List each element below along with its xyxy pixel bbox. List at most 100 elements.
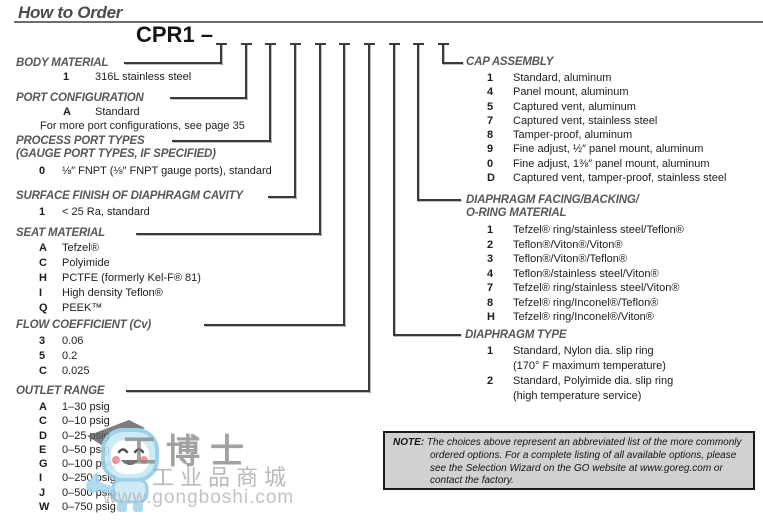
option-code: 2 xyxy=(487,375,494,387)
option-code: 1 xyxy=(63,71,70,83)
connector-line-surface-finish xyxy=(268,196,296,198)
option-code: 0 xyxy=(39,165,46,177)
option-code: 8 xyxy=(487,129,494,142)
option-label: 0–50 psig xyxy=(62,443,110,456)
option-row: E 0–50 psig xyxy=(39,443,116,457)
option-code: 5 xyxy=(487,100,494,113)
option-code: E xyxy=(39,443,47,456)
option-row: C Polyimide xyxy=(39,256,201,271)
option-code: H xyxy=(487,311,495,323)
section-heading-port-configuration: PORT CONFIGURATION xyxy=(16,92,144,104)
option-code: W xyxy=(39,501,50,514)
option-row: W 0–750 psig xyxy=(39,500,116,514)
option-code: 5 xyxy=(39,350,46,362)
connector-line-diaphragm-facing xyxy=(417,199,461,201)
title-rule xyxy=(14,21,763,23)
option-label: Standard xyxy=(95,106,140,118)
option-label: ⅛″ FNPT (⅛″ FNPT gauge ports), standard xyxy=(62,165,272,177)
note-box: NOTE: The choices above represent an abb… xyxy=(383,431,755,490)
option-row: 2 Standard, Polyimide dia. slip ring xyxy=(487,374,673,389)
connector-line-outlet-range xyxy=(126,390,370,392)
option-label: Fine adjust, 1⅜″ panel mount, aluminum xyxy=(513,157,710,170)
section-heading-seat-material: SEAT MATERIAL xyxy=(16,227,105,239)
option-label: Polyimide xyxy=(62,257,110,269)
option-code: A xyxy=(63,106,71,118)
watermark-tagline: 工业品商城 xyxy=(152,465,293,490)
section-heading-gauge-port-types: (GAUGE PORT TYPES, IF SPECIFIED) xyxy=(16,148,216,160)
connector-line-body-material xyxy=(220,44,222,64)
connector-line-seat-material xyxy=(136,233,321,235)
section-heading-body-material: BODY MATERIAL xyxy=(16,57,109,69)
option-row: A Standard xyxy=(63,105,140,120)
option-label: 0.2 xyxy=(62,350,78,362)
option-label: 1–30 psig xyxy=(62,401,110,413)
note-body: The choices above represent an abbreviat… xyxy=(426,437,742,487)
option-label: 0–750 psig xyxy=(62,501,116,514)
option-label: Fine adjust, ½″ panel mount, aluminum xyxy=(513,143,704,156)
connector-line-diaphragm-type xyxy=(393,44,395,336)
option-label: Captured vent, tamper-proof, stainless s… xyxy=(513,172,727,185)
option-code: A xyxy=(39,401,47,413)
option-label: PCTFE (formerly Kel-F® 81) xyxy=(62,272,201,284)
option-label: Tefzel® ring/stainless steel/Viton® xyxy=(513,282,680,294)
section-heading-surface-finish: SURFACE FINISH OF DIAPHRAGM CAVITY xyxy=(16,190,243,202)
section-heading-diaphragm-type: DIAPHRAGM TYPE xyxy=(465,329,567,341)
part-number-prefix: CPR1 – xyxy=(136,22,214,47)
section-items-process-port-types: 0 ⅛″ FNPT (⅛″ FNPT gauge ports), standard xyxy=(39,164,272,179)
option-row: 0 ⅛″ FNPT (⅛″ FNPT gauge ports), standard xyxy=(39,164,272,179)
option-label: Tefzel® ring/Inconel®/Teflon® xyxy=(513,296,659,309)
option-label: High density Teflon® xyxy=(62,287,163,299)
connector-line-diaphragm-facing xyxy=(417,44,419,201)
option-label: Standard, Polyimide dia. slip ring xyxy=(513,375,674,387)
connector-line-seat-material xyxy=(319,44,321,235)
option-code: 3 xyxy=(487,253,494,265)
option-label: Panel mount, aluminum xyxy=(513,86,629,99)
option-code: 1 xyxy=(487,224,494,236)
watermark-brand: 工博士 xyxy=(122,433,254,471)
option-label: Tefzel® ring/stainless steel/Teflon® xyxy=(513,224,684,236)
option-sublabel: (high temperature service) xyxy=(513,389,642,402)
option-row: A 1–30 psig xyxy=(39,400,116,414)
option-row: H Tefzel® ring/Inconel®/Viton® xyxy=(487,310,684,325)
section-heading-diaphragm-facing: DIAPHRAGM FACING/BACKING/ xyxy=(466,194,639,206)
option-label: < 25 Ra, standard xyxy=(62,206,150,218)
option-code: 3 xyxy=(39,335,46,347)
option-row: 1< 25 Ra, standard xyxy=(39,205,150,220)
option-label: 0.025 xyxy=(62,365,90,377)
option-code: 9 xyxy=(487,143,494,156)
option-code: 7 xyxy=(487,114,494,127)
connector-line-process-port-types xyxy=(172,140,271,142)
option-code: G xyxy=(39,458,48,471)
option-code: D xyxy=(39,429,47,442)
option-code: A xyxy=(39,242,47,254)
option-label: 0–500 psig xyxy=(62,486,116,499)
section-heading-flow-coefficient: FLOW COEFFICIENT (Cv) xyxy=(16,319,152,331)
option-label: Tefzel® ring/Inconel®/Viton® xyxy=(513,311,654,323)
option-label: 316L stainless steel xyxy=(95,71,192,83)
watermark-url: www.gongboshi.com xyxy=(103,487,295,508)
option-code: 7 xyxy=(487,282,494,294)
option-code: 0 xyxy=(487,157,494,170)
option-code: C xyxy=(39,257,47,269)
port-configuration-footnote: For more port configurations, see page 3… xyxy=(40,120,245,132)
note-label: NOTE: xyxy=(393,437,425,448)
option-label: 0–10 psig xyxy=(62,415,110,428)
page-title: How to Order xyxy=(18,3,123,22)
